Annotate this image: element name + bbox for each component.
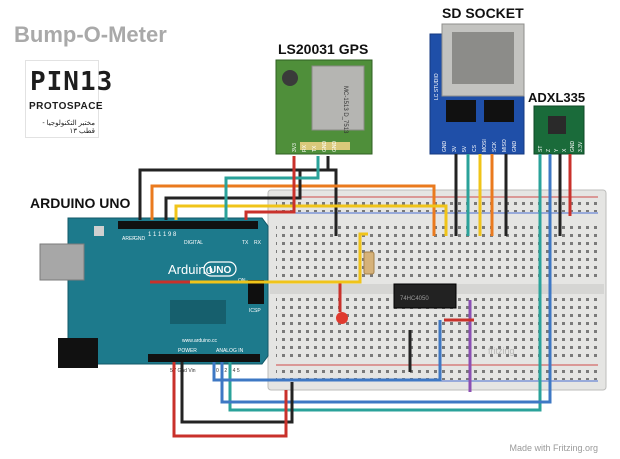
adxl335-pin-label: X — [562, 148, 568, 152]
sd-pin-label: 5V — [462, 145, 468, 152]
diagram-title: Bump-O-Meter — [14, 22, 167, 47]
wire-arduino-5v — [172, 362, 288, 438]
adxl335-pin-label: GND — [570, 141, 576, 153]
pin-numbers-label: 1 1 1 1 9 8 — [148, 232, 177, 238]
gps-pin-label: RX — [302, 144, 308, 152]
digital-label: DIGITAL — [184, 240, 203, 246]
red-led — [336, 312, 348, 324]
wire-adxl-x — [228, 154, 542, 412]
adxl335-pin-label: Y — [554, 148, 560, 152]
wires — [138, 154, 572, 438]
logo-text-sub: PROTOSPACE — [29, 101, 104, 112]
analog-in-label: ANALOG IN — [216, 348, 244, 354]
gnd-label: GND — [134, 236, 146, 242]
sd-pin-label: MISO — [502, 139, 508, 152]
power-jack — [58, 338, 98, 368]
gps-pin-label: TX — [312, 145, 318, 152]
wire-gps-3v3 — [244, 156, 296, 220]
resistor — [363, 251, 375, 275]
breadboard-brand: fritzing — [488, 346, 515, 356]
wire-gps-gnd-2 — [164, 156, 330, 220]
arduino-url: www.arduino.cc — [182, 338, 218, 344]
sd-pin-label: 3V — [452, 145, 458, 152]
wire-adxl-z — [212, 320, 442, 382]
usb-connector — [39, 243, 85, 281]
reset-button[interactable] — [94, 226, 104, 236]
sd-pin-label: SCK — [492, 141, 498, 152]
wire-resistor — [190, 232, 368, 284]
aref-label: AREF — [122, 236, 135, 242]
sd-module-text: LC STUDIO — [434, 73, 440, 100]
adxl335-pin-label: ST — [538, 146, 544, 152]
sd-pin-label: GND — [512, 141, 518, 153]
gps-chip-text: MC-1513 D_7513 — [342, 86, 348, 134]
wire-arduino-gnd — [180, 362, 294, 424]
wire-sd-sck — [174, 204, 448, 236]
digital-header — [118, 221, 258, 229]
analog-pins-label: 0 1 2 3 4 5 — [216, 368, 240, 374]
arduino-label: ARDUINO UNO — [30, 195, 130, 211]
arduino-model-text: UNO — [209, 265, 231, 276]
logo-text-arabic: مختبر التكنولوجيا - قطب ١٣ — [42, 120, 95, 135]
sd-pin-label: MOSI — [482, 139, 488, 152]
power-analog-header — [148, 354, 260, 362]
arduino-uno-board: Arduino UNO www.arduino.cc DIGITAL AREF … — [39, 217, 269, 374]
power-label: POWER — [178, 348, 197, 354]
sd-socket-label: SD SOCKET — [442, 5, 524, 21]
adxl335-label: ADXL335 — [528, 90, 585, 105]
tx-label: TX — [242, 240, 249, 246]
adxl335-module — [533, 105, 585, 155]
icsp-label: ICSP — [249, 308, 261, 314]
wire-gps-tx — [224, 156, 320, 220]
adxl335-pin-label: 3.3V — [578, 141, 584, 152]
sd-pin-label: GND — [442, 141, 448, 153]
icsp-header — [248, 280, 264, 304]
gps-pin-label: GND — [332, 141, 338, 153]
gps-label: LS20031 GPS — [278, 41, 368, 57]
gps-module: MC-1513 D_7513 — [275, 59, 373, 155]
rx-label: RX — [254, 240, 262, 246]
sd-pin-label: CS — [472, 144, 478, 152]
pin13-logo: PIN13 PROTOSPACE مختبر التكنولوجيا - قطب… — [25, 60, 112, 138]
sd-socket-module: LC STUDIO — [429, 23, 525, 155]
arduino-logo-text: Arduino — [168, 262, 213, 277]
fritzing-credit: Made with Fritzing.org — [509, 443, 598, 453]
adxl335-pin-label: Z — [546, 149, 552, 152]
gps-pin-label: GND — [322, 141, 328, 153]
wire-gps-gnd — [138, 168, 338, 236]
chip-label: 74HC4050 — [400, 296, 429, 302]
level-shifter-chip: 74HC4050 — [393, 283, 457, 309]
logo-text-main: PIN13 — [30, 67, 114, 97]
gps-pin-label: 3V3 — [292, 143, 298, 152]
wire-adxl-y — [220, 154, 552, 404]
